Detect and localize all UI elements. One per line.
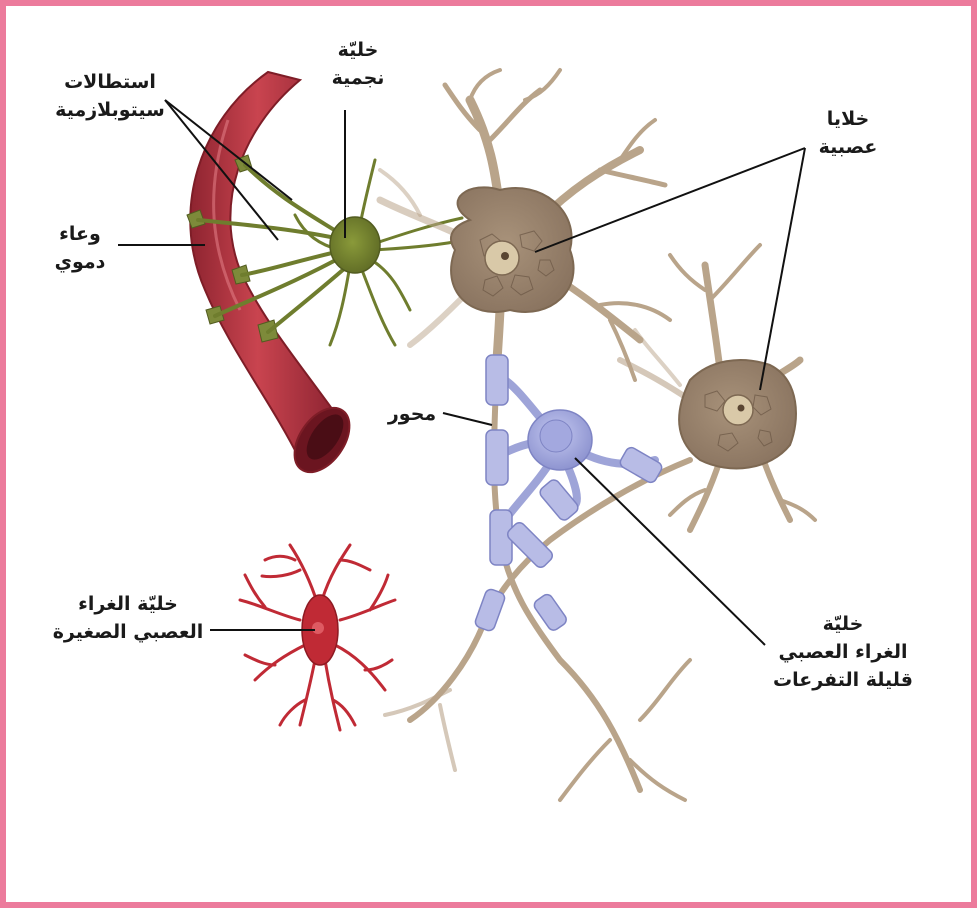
axons	[383, 357, 693, 802]
label-blood-vessel: وعاء دموي	[40, 220, 120, 276]
microglia	[238, 543, 397, 732]
label-line: خلايا	[826, 108, 870, 130]
neuron-top	[376, 68, 672, 382]
label-line: استطالات	[64, 71, 156, 93]
label-line: وعاء	[59, 223, 101, 245]
label-line: خليّة الغراء	[78, 593, 178, 615]
label-line: عصبية	[818, 136, 878, 158]
oligodendrocyte	[474, 354, 663, 632]
astrocyte	[196, 158, 467, 347]
label-line: الغراء العصبي	[778, 641, 908, 663]
label-cytoplasmic-extensions: استطالات سيتوبلازمية	[40, 68, 180, 124]
label-line: العصبي الصغيرة	[52, 621, 204, 643]
label-line: قليلة التفرعات	[773, 669, 913, 691]
label-line: سيتوبلازمية	[55, 99, 165, 121]
label-microglia: خليّة الغراء العصبي الصغيرة	[48, 590, 208, 646]
leader-lines	[118, 99, 806, 646]
label-line: محور	[387, 403, 437, 425]
neuron-right	[617, 243, 817, 533]
label-line: دموي	[54, 251, 106, 273]
label-neurons: خلايا عصبية	[808, 105, 888, 161]
label-axon: محور	[380, 400, 444, 428]
label-astrocyte: خليّة نجمية	[318, 36, 398, 92]
label-line: خليّة	[337, 39, 379, 61]
label-oligodendrocyte: خليّة الغراء العصبي قليلة التفرعات	[758, 610, 928, 694]
label-line: نجمية	[331, 67, 385, 89]
label-line: خليّة	[822, 613, 864, 635]
